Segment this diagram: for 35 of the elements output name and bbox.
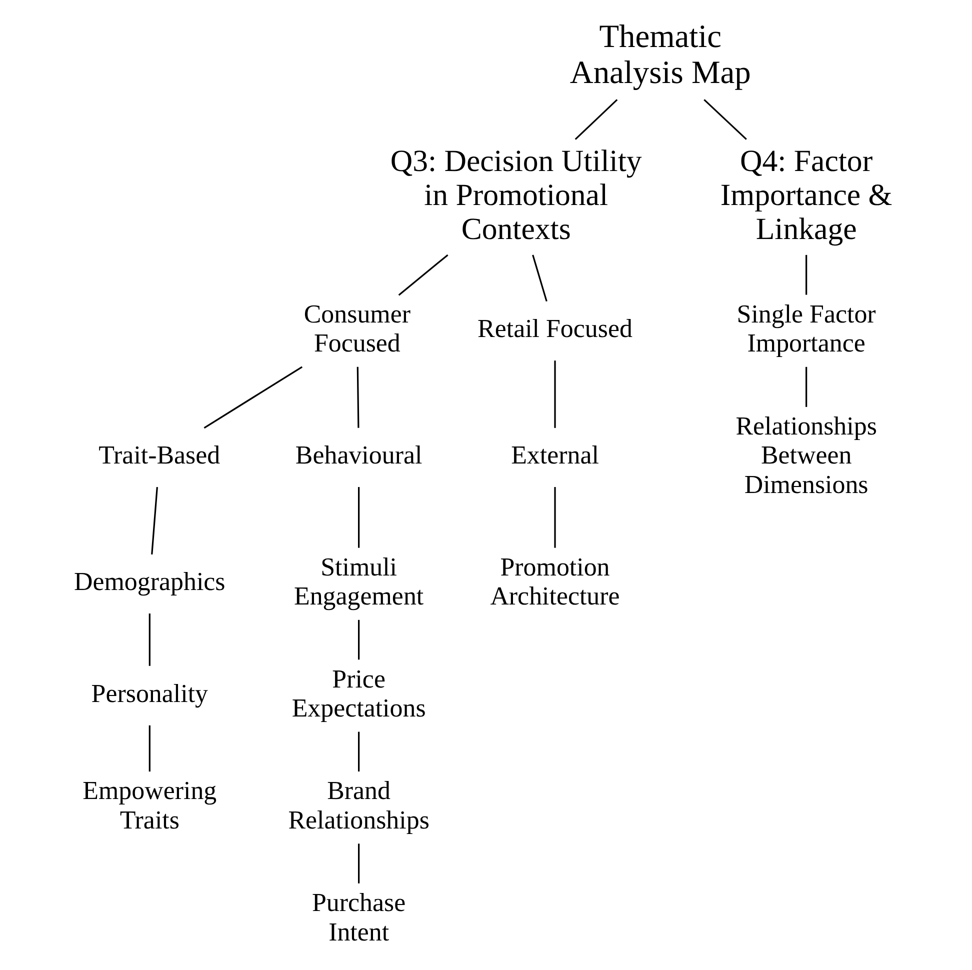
connector: [358, 620, 360, 660]
node-text: Promotion Architecture: [490, 552, 620, 611]
node-text: Behavioural: [294, 440, 422, 470]
connector: [398, 254, 448, 296]
node-text: Brand Relationships: [288, 776, 429, 834]
connector: [805, 254, 807, 295]
node-text: Thematic Analysis Map: [569, 19, 750, 91]
connector: [574, 99, 618, 140]
node-text: Personality: [90, 678, 208, 708]
node-text: Demographics: [74, 567, 225, 596]
node-text: Retail Focused: [477, 314, 632, 344]
connector: [703, 99, 746, 140]
connector: [358, 487, 360, 548]
node-text: External: [510, 440, 598, 470]
connector: [203, 366, 302, 429]
node-text: Single Factor Importance: [736, 300, 876, 358]
connector: [554, 360, 556, 428]
connector: [148, 725, 150, 772]
node-text: Relationships Between Dimensions: [735, 411, 876, 499]
node-text: Price Expectations: [291, 664, 426, 723]
connector: [532, 254, 547, 302]
node-text: Purchase Intent: [311, 888, 406, 946]
node-text: Q4: Factor Importance & Linkage: [720, 144, 892, 246]
connector: [150, 486, 158, 554]
connector: [358, 844, 360, 884]
connector: [554, 487, 556, 548]
connector: [358, 732, 360, 772]
connector: [356, 366, 359, 428]
connector: [805, 366, 807, 407]
node-text: Trait-Based: [98, 440, 220, 470]
node-text: Consumer Focused: [303, 300, 410, 358]
connector: [148, 614, 150, 666]
node-text: Stimuli Engagement: [293, 552, 424, 611]
node-text: Empowering Traits: [82, 776, 216, 834]
node-text: Q3: Decision Utility in Promotional Contexts: [390, 144, 642, 246]
